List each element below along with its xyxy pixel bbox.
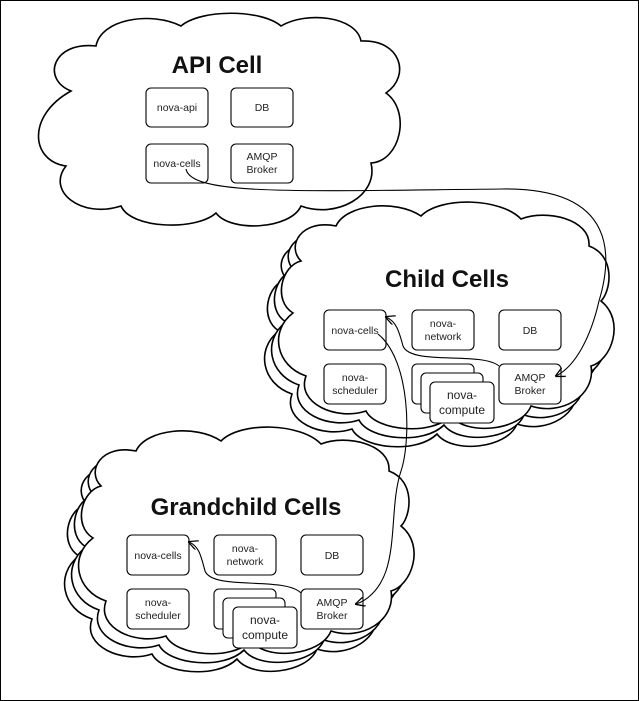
child-nova-compute-label-line1: nova- bbox=[447, 388, 477, 402]
grandchild-nova-network-box[interactable]: nova- network bbox=[213, 534, 277, 576]
child-nova-scheduler-label-line2: scheduler bbox=[332, 385, 378, 397]
child-nova-scheduler-label-line1: nova- bbox=[342, 372, 369, 384]
child-amqp-label-line2: Broker bbox=[515, 385, 546, 397]
child-cells-title: Child Cells bbox=[385, 266, 509, 293]
connector-api-cells-to-child-amqp bbox=[185, 168, 607, 376]
grandchild-db-label: DB bbox=[325, 550, 340, 562]
connector-child-amqp-to-child-cells bbox=[386, 317, 500, 367]
grandchild-nova-network-label-line1: nova- bbox=[232, 543, 259, 555]
child-cells: Child Cells nova-cells nova- network DB … bbox=[263, 201, 615, 448]
grandchild-amqp-label-line2: Broker bbox=[317, 610, 348, 622]
api-db-box[interactable]: DB bbox=[230, 87, 294, 128]
grandchild-nova-compute-label-line1: nova- bbox=[250, 613, 280, 627]
grandchild-nova-scheduler-label-line1: nova- bbox=[145, 597, 172, 609]
grandchild-nova-compute-front bbox=[232, 606, 298, 649]
connector-child-cells-to-grandchild-amqp bbox=[356, 333, 408, 604]
child-nova-network-box[interactable]: nova- network bbox=[411, 309, 475, 351]
grandchild-amqp-broker-box[interactable]: AMQP Broker bbox=[300, 588, 364, 630]
child-nova-cells-label: nova-cells bbox=[331, 325, 378, 337]
api-amqp-label-line1: AMQP bbox=[247, 151, 278, 163]
api-cell-cloud bbox=[37, 12, 401, 227]
api-nova-cells-label: nova-cells bbox=[153, 158, 200, 170]
grandchild-nova-compute-stack[interactable]: nova- compute bbox=[213, 588, 298, 649]
api-amqp-broker-box[interactable]: AMQP Broker bbox=[230, 143, 294, 184]
child-amqp-broker-box[interactable]: AMQP Broker bbox=[498, 363, 562, 405]
grandchild-cells: Grandchild Cells nova-cells nova- networ… bbox=[63, 426, 415, 673]
grandchild-nova-cells-label: nova-cells bbox=[134, 550, 181, 562]
grandchild-nova-scheduler-box[interactable]: nova- scheduler bbox=[126, 588, 190, 630]
api-cell-title: API Cell bbox=[172, 52, 263, 79]
grandchild-nova-cells-box[interactable]: nova-cells bbox=[126, 534, 190, 576]
api-nova-api-box[interactable]: nova-api bbox=[145, 87, 209, 128]
api-cell: API Cell nova-api DB nova-cells AMQP Bro… bbox=[37, 12, 401, 227]
connector-grandchild-amqp-to-grandchild-cells bbox=[189, 542, 302, 594]
child-db-label: DB bbox=[523, 325, 538, 337]
api-nova-api-label: nova-api bbox=[157, 102, 197, 114]
child-nova-network-label-line2: network bbox=[425, 331, 463, 343]
api-nova-cells-box[interactable]: nova-cells bbox=[145, 143, 209, 184]
child-nova-network-label-line1: nova- bbox=[430, 318, 457, 330]
child-nova-cells-box[interactable]: nova-cells bbox=[323, 309, 387, 351]
grandchild-nova-scheduler-label-line2: scheduler bbox=[135, 610, 181, 622]
child-nova-scheduler-box[interactable]: nova- scheduler bbox=[323, 363, 387, 405]
child-nova-compute-label-line2: compute bbox=[439, 403, 485, 417]
grandchild-db-box[interactable]: DB bbox=[300, 534, 364, 576]
api-db-label: DB bbox=[255, 102, 270, 114]
grandchild-amqp-label-line1: AMQP bbox=[317, 597, 348, 609]
api-amqp-label-line2: Broker bbox=[247, 164, 278, 176]
grandchild-nova-network-label-line2: network bbox=[227, 556, 265, 568]
child-db-box[interactable]: DB bbox=[498, 309, 562, 351]
child-amqp-label-line1: AMQP bbox=[515, 372, 546, 384]
grandchild-nova-compute-label-line2: compute bbox=[242, 628, 288, 642]
grandchild-cells-title: Grandchild Cells bbox=[151, 494, 342, 521]
child-nova-compute-stack[interactable]: nova- compute bbox=[411, 363, 495, 424]
child-nova-compute-front bbox=[429, 381, 495, 424]
